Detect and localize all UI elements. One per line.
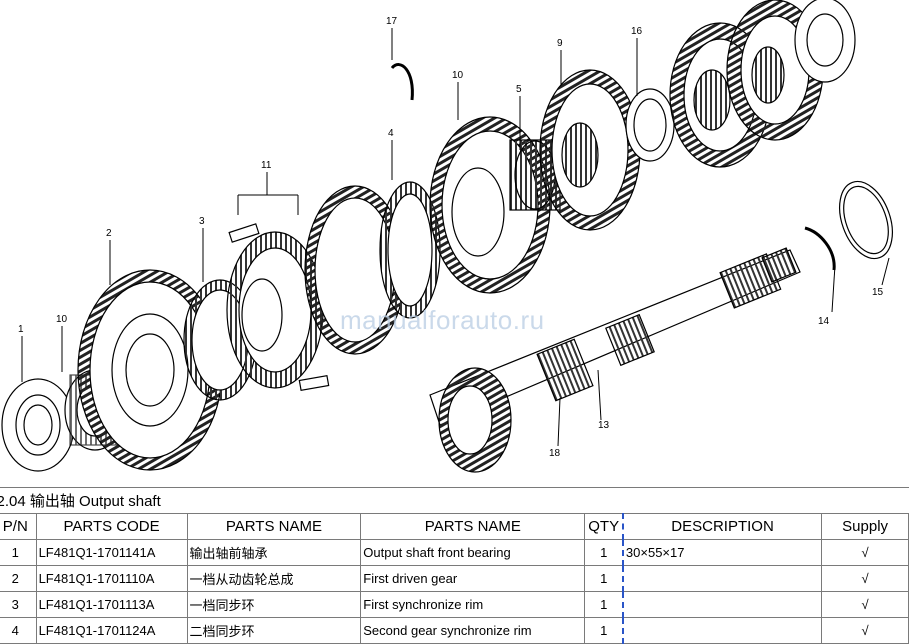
col-header-pn: P/N	[0, 513, 37, 540]
callout-14: 14	[818, 316, 830, 327]
callout-16: 16	[631, 26, 643, 37]
callout-4: 4	[388, 128, 394, 139]
col-header-parts-name-en: PARTS NAME	[360, 513, 586, 540]
rear-bearing-part	[794, 0, 856, 83]
cell-description	[621, 617, 823, 644]
cell-parts-name-cn: 一档从动齿轮总成	[186, 565, 362, 592]
callout-18: 18	[549, 448, 561, 459]
cell-parts-name-en: First synchronize rim	[360, 591, 586, 618]
cell-description	[621, 565, 823, 592]
table-row: 4 LF481Q1-1701124A 二档同步环 Second gear syn…	[0, 617, 909, 644]
cell-parts-code: LF481Q1-1701110A	[35, 565, 188, 592]
synchronizer-hub-part	[226, 223, 330, 392]
col-header-parts-name-cn: PARTS NAME	[186, 513, 362, 540]
cell-parts-name-en: First driven gear	[360, 565, 586, 592]
section-title: 2.04 输出轴 Output shaft	[0, 487, 623, 514]
callout-3: 3	[199, 216, 205, 227]
third-driven-gear-part	[539, 69, 641, 231]
synchronizer-sleeve-part	[304, 185, 406, 355]
section-title-spacer	[622, 487, 909, 514]
callout-12: 10	[56, 314, 68, 325]
cell-qty: 1	[584, 617, 624, 644]
col-header-supply: Supply	[821, 513, 909, 540]
cell-supply: √	[821, 591, 909, 618]
front-bearing-part	[1, 378, 75, 472]
cell-pn: 2	[0, 565, 37, 592]
callout-10: 10	[452, 70, 464, 81]
cell-parts-name-cn: 输出轴前轴承	[186, 539, 362, 566]
watermark: manualforauto.ru	[340, 305, 545, 335]
cell-parts-name-cn: 二档同步环	[186, 617, 362, 644]
callout-15: 15	[872, 287, 884, 298]
cell-qty: 1	[584, 591, 624, 618]
callout-9: 9	[557, 38, 563, 49]
cell-parts-name-cn: 一档同步环	[186, 591, 362, 618]
cell-pn: 1	[0, 539, 37, 566]
cell-parts-code: LF481Q1-1701141A	[35, 539, 188, 566]
circlip-part	[390, 63, 414, 101]
section-title-row: 2.04 输出轴 Output shaft	[0, 487, 909, 514]
cell-parts-code: LF481Q1-1701124A	[35, 617, 188, 644]
callout-1: 1	[18, 324, 24, 335]
cell-parts-name-en: Second gear synchronize rim	[360, 617, 586, 644]
table-row: 1 LF481Q1-1701141A 输出轴前轴承 Output shaft f…	[0, 539, 909, 566]
cell-supply: √	[821, 617, 909, 644]
col-header-parts-code: PARTS CODE	[35, 513, 188, 540]
cell-supply: √	[821, 565, 909, 592]
spacer-bushing-part	[625, 88, 675, 162]
col-header-description: DESCRIPTION	[621, 513, 823, 540]
exploded-parts-diagram: 1 10 2 3 11 4 17 10 5 9 16 14 15 13 18	[1, 0, 893, 473]
cell-description: 30×55×17	[621, 539, 823, 566]
output-pinion-gear-part	[438, 367, 512, 473]
callout-11: 11	[261, 160, 272, 171]
callout-13: 13	[598, 420, 610, 431]
cell-pn: 4	[0, 617, 37, 644]
cell-pn: 3	[0, 591, 37, 618]
table-row: 2 LF481Q1-1701110A 一档从动齿轮总成 First driven…	[0, 565, 909, 592]
cell-parts-name-en: Output shaft front bearing	[360, 539, 586, 566]
second-synchronize-rim-part	[379, 181, 441, 319]
table-header-row: P/N PARTS CODE PARTS NAME PARTS NAME QTY…	[0, 513, 909, 540]
shim-ring-part	[839, 180, 893, 260]
cell-qty: 1	[584, 565, 624, 592]
cell-description	[621, 591, 823, 618]
cell-qty: 1	[584, 539, 624, 566]
callout-5: 5	[516, 84, 522, 95]
parts-table: 2.04 输出轴 Output shaft P/N PARTS CODE PAR…	[0, 487, 909, 644]
table-row: 3 LF481Q1-1701113A 一档同步环 First synchroni…	[0, 591, 909, 618]
output-shaft-part	[429, 247, 801, 426]
col-header-qty: QTY	[584, 513, 624, 540]
callout-2: 2	[106, 228, 112, 239]
cell-supply: √	[821, 539, 909, 566]
cell-parts-code: LF481Q1-1701113A	[35, 591, 188, 618]
leader-lines	[21, 28, 890, 447]
callout-17: 17	[386, 16, 398, 27]
snap-ring-part	[804, 226, 836, 271]
